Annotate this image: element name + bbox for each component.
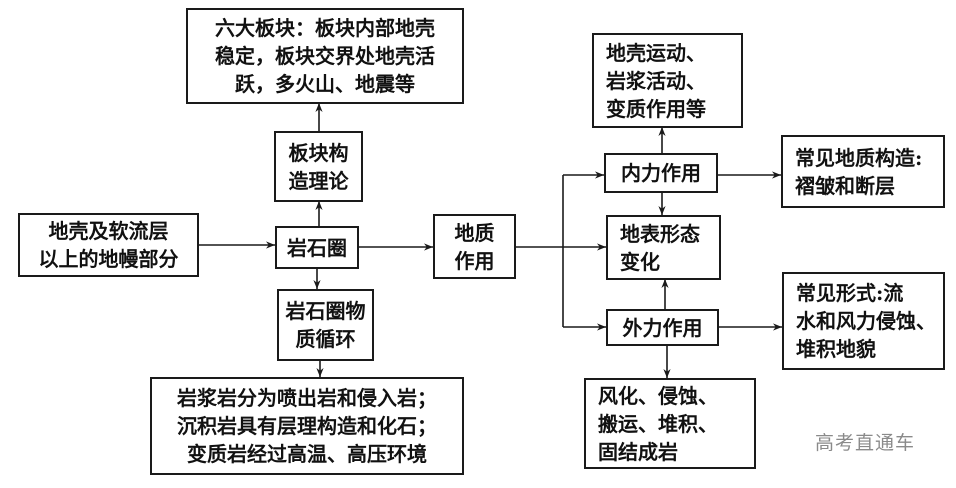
node-text: 地壳及软流层 <box>48 219 169 243</box>
node-text: 常见形式:流 <box>796 281 904 305</box>
node-external-forms: 常见形式:流 水和风力侵蚀、 堆积地貌 <box>782 272 945 370</box>
node-text: 板块构 <box>288 140 349 165</box>
node-text: 固结成岩 <box>598 439 678 464</box>
node-internal-force: 内力作用 <box>604 153 718 193</box>
node-geological-process: 地质 作用 <box>433 214 516 279</box>
node-plates: 六大板块：板块内部地壳 稳定，板块交界处地壳活 跃，多火山、地震等 <box>186 8 464 104</box>
node-text: 作用 <box>454 248 495 273</box>
node-text: 变质岩经过高温、高压环境 <box>187 442 427 466</box>
node-text: 地表形态 <box>620 221 700 246</box>
node-lithosphere: 岩石圈 <box>275 226 359 269</box>
node-text: 稳定，板块交界处地壳活 <box>215 44 435 68</box>
node-external-force: 外力作用 <box>606 309 719 346</box>
node-plate-tectonics: 板块构 造理论 <box>274 131 363 202</box>
node-text: 岩浆活动、 <box>606 68 706 93</box>
node-text: 六大板块：板块内部地壳 <box>215 16 435 40</box>
node-text: 地质 <box>454 220 495 245</box>
node-internal-examples: 地壳运动、 岩浆活动、 变质作用等 <box>592 33 743 128</box>
node-text: 搬运、堆积、 <box>598 411 718 436</box>
node-external-processes: 风化、侵蚀、 搬运、堆积、 固结成岩 <box>584 378 756 469</box>
node-text: 风化、侵蚀、 <box>598 383 718 408</box>
node-text: 岩浆岩分为喷出岩和侵入岩； <box>177 386 437 410</box>
node-text: 以上的地幔部分 <box>38 247 179 271</box>
node-text: 常见地质构造: <box>795 145 923 170</box>
node-text: 褶皱和断层 <box>795 173 895 198</box>
node-text: 堆积地貌 <box>796 337 876 361</box>
node-text: 内力作用 <box>621 161 701 185</box>
node-structures: 常见地质构造: 褶皱和断层 <box>781 135 945 208</box>
node-text: 岩石圈 <box>287 235 347 260</box>
node-text: 沉积岩具有层理构造和化石； <box>177 414 437 438</box>
node-text: 造理论 <box>288 168 349 193</box>
node-text: 质循环 <box>295 327 356 351</box>
node-text: 外力作用 <box>622 315 703 340</box>
node-text: 岩石圈物 <box>285 299 366 323</box>
node-crust-mantle: 地壳及软流层 以上的地幔部分 <box>18 213 199 277</box>
node-text: 地壳运动、 <box>606 40 706 65</box>
node-rock-types: 岩浆岩分为喷出岩和侵入岩； 沉积岩具有层理构造和化石； 变质岩经过高温、高压环境 <box>150 377 464 475</box>
node-text: 变化 <box>620 249 660 274</box>
node-text: 变质作用等 <box>606 96 706 121</box>
node-material-cycle: 岩石圈物 质循环 <box>277 289 374 361</box>
node-landform-change: 地表形态 变化 <box>606 215 721 280</box>
node-text: 跃，多火山、地震等 <box>235 72 415 96</box>
node-text: 水和风力侵蚀、 <box>796 309 936 333</box>
watermark: 高考直通车 <box>815 432 916 454</box>
